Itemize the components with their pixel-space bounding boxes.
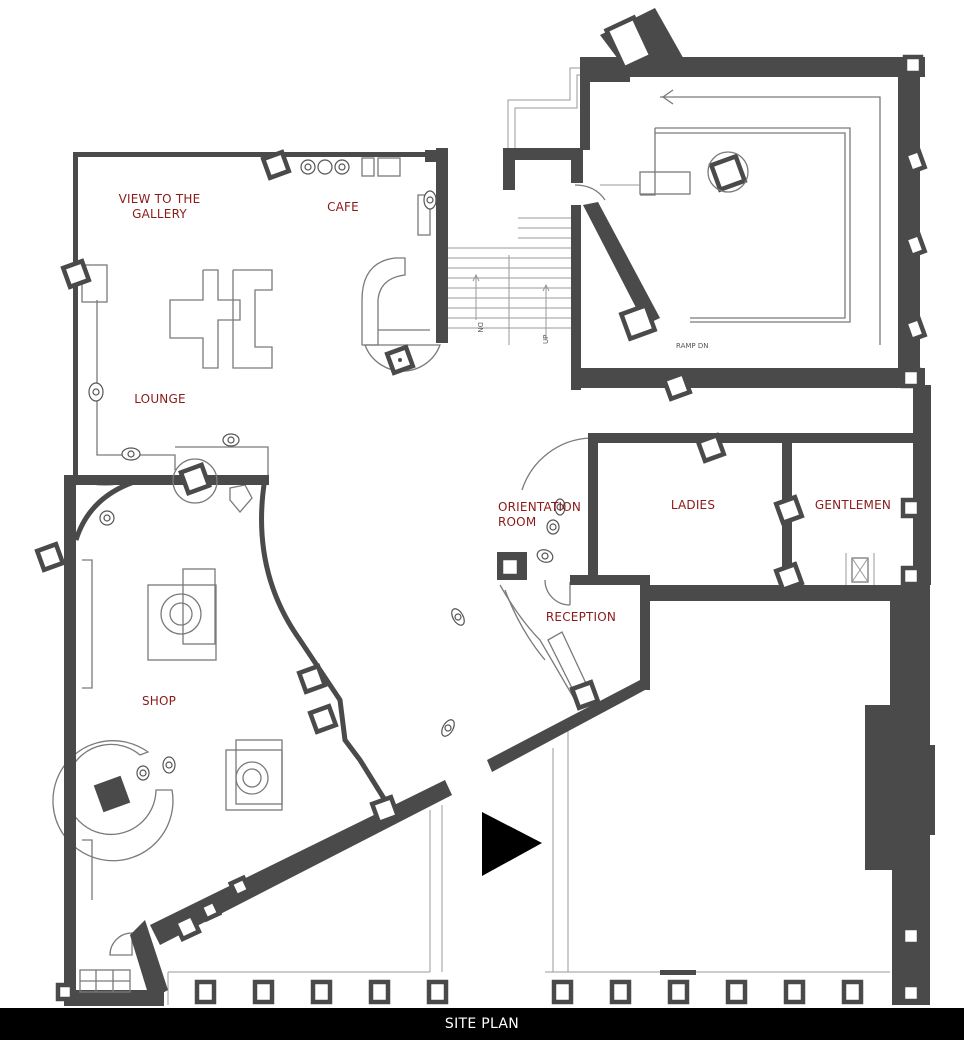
room-label-cafe: CAFE <box>327 200 359 214</box>
column-icon <box>902 54 924 76</box>
column-icon <box>900 982 922 1004</box>
column-icon <box>900 497 922 519</box>
column-icon <box>178 462 212 496</box>
person-figure-icon <box>441 719 455 737</box>
person-figure-icon <box>334 159 350 175</box>
room-label-reception: RECEPTION <box>545 610 617 624</box>
column-icon <box>498 555 522 579</box>
stair-up-label: UP <box>542 335 550 344</box>
person-figure-icon <box>222 433 240 447</box>
person-figure-icon <box>546 519 560 535</box>
column-icon <box>618 302 658 342</box>
column-icon <box>695 432 727 464</box>
column-icon <box>60 258 92 290</box>
stair-down-label: DN <box>476 322 484 333</box>
columns <box>34 14 928 1004</box>
column-icon <box>369 794 401 826</box>
stairs <box>445 217 572 345</box>
person-figure-icon <box>536 549 554 563</box>
lounge-sofa <box>169 269 273 369</box>
cafe-counter <box>361 157 431 346</box>
column-icon <box>902 315 928 343</box>
room-label-shop: SHOP <box>141 694 177 708</box>
person-figure-icon <box>423 190 437 210</box>
column-icon <box>902 147 928 175</box>
column-icon <box>708 153 748 193</box>
column-icon <box>307 703 339 735</box>
column-icon <box>902 231 928 259</box>
person-figure-icon <box>451 608 465 626</box>
column-icon <box>260 149 292 181</box>
person-figure-icon <box>88 382 104 402</box>
column-icon <box>900 565 922 587</box>
person-figure-icon <box>136 765 150 781</box>
column-icon <box>773 494 805 526</box>
column-icon <box>227 874 253 900</box>
person-figure-icon <box>300 159 316 175</box>
site-plan-footer: SITE PLAN <box>0 1008 964 1040</box>
fixtures-layer: RAMP DN DN UP <box>52 67 890 1005</box>
column-icon <box>296 663 328 695</box>
ramp-label: RAMP DN <box>676 342 708 350</box>
room-label-orientation-room: ORIENTATION ROOM <box>498 500 582 529</box>
column-icon <box>172 912 202 942</box>
column-icon <box>603 14 655 72</box>
person-figure-icon <box>162 756 176 774</box>
person-figure-icon <box>554 498 566 516</box>
room-label-ladies: LADIES <box>670 498 716 512</box>
entrance-arrow-icon <box>482 812 542 876</box>
column-icon <box>569 679 601 711</box>
column-icon <box>661 370 693 402</box>
room-label-view-to-gallery: VIEW TO THE GALLERY <box>118 192 201 221</box>
room-label-gentlemen: GENTLEMEN <box>814 498 892 512</box>
column-icon <box>900 925 922 947</box>
floor-plan: RAMP DN DN UP <box>34 8 935 1006</box>
column-icon <box>900 367 922 389</box>
ramp: RAMP DN DN UP <box>476 89 881 350</box>
person-figure-icon <box>121 447 141 461</box>
room-label-lounge: LOUNGE <box>134 392 186 406</box>
column-icon <box>197 897 223 923</box>
column-icon <box>773 561 805 593</box>
person-figure-icon <box>99 510 115 526</box>
footer-title: SITE PLAN <box>444 1016 520 1032</box>
facade-columns <box>79 969 864 1005</box>
person-figure-icon <box>317 159 333 175</box>
column-icon <box>34 541 66 573</box>
people-figures <box>88 159 566 781</box>
shop-displays <box>52 484 283 900</box>
column-icon <box>55 982 75 1002</box>
